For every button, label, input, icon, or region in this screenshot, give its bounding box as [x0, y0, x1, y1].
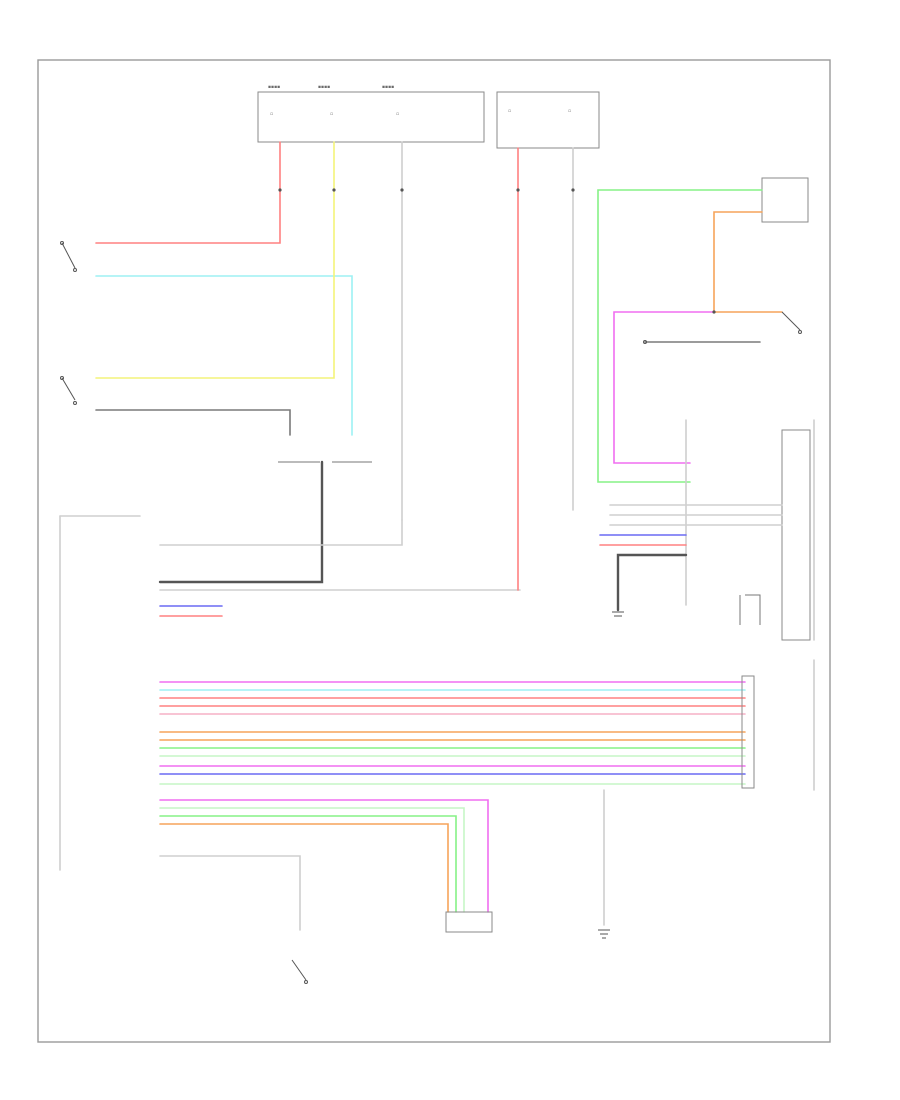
fuse-box-right — [496, 91, 600, 149]
svg-text:▪▪▪▪: ▪▪▪▪ — [318, 85, 330, 90]
wire-gray-left-switch — [95, 409, 291, 436]
ground-icon — [598, 611, 624, 939]
svg-text:▫: ▫ — [270, 112, 273, 117]
svg-text:▫: ▫ — [330, 112, 333, 117]
switch-icon — [291, 959, 308, 984]
switch-icon — [60, 241, 77, 405]
wire-green-top-right — [597, 189, 763, 483]
svg-text:▫: ▫ — [396, 112, 399, 117]
wire-magenta-right — [613, 311, 715, 464]
wire-light-green-drop — [159, 807, 465, 913]
wire-red-top — [95, 141, 281, 244]
svg-text:▫: ▫ — [508, 109, 511, 114]
wire-orange-drop — [159, 823, 449, 913]
connector-bottom — [445, 911, 493, 933]
wire-light-blue-left — [95, 275, 353, 436]
diagram-frame — [37, 59, 831, 1043]
connector-block-right — [741, 675, 755, 789]
wire-dark-gray-right — [616, 553, 688, 612]
wire-green-drop — [159, 815, 457, 913]
svg-text:▪▪▪▪: ▪▪▪▪ — [382, 85, 394, 90]
switch-icon — [643, 311, 802, 344]
wire-light-gray-return — [159, 519, 403, 546]
wire-yellow — [95, 141, 335, 379]
wire-gray-module-frame — [685, 419, 815, 641]
wire-dark-gray — [158, 460, 324, 584]
module-box-top-right — [761, 177, 809, 223]
wire-magenta-drop — [159, 799, 489, 913]
control-module — [781, 429, 811, 641]
wire-orange — [713, 211, 783, 313]
relay-icon — [739, 594, 761, 625]
svg-text:▪▪▪▪: ▪▪▪▪ — [268, 85, 280, 90]
wire-gray-bottom-switch — [159, 855, 301, 931]
fuse-symbols: ▪▪▪▪ ▪▪▪▪ ▪▪▪▪ ▫ ▫ ▫ ▫ ▫ — [268, 85, 571, 117]
svg-text:▫: ▫ — [568, 109, 571, 114]
fuse-box-left — [257, 91, 485, 143]
junction-dots — [278, 188, 716, 314]
harness-bundle — [159, 681, 746, 785]
wire-gray-module-lines — [609, 504, 783, 526]
